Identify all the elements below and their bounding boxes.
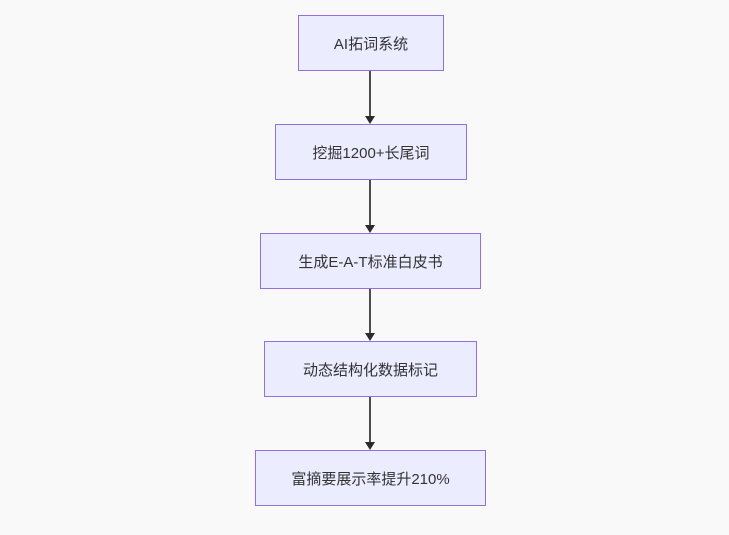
flow-edge-1 bbox=[365, 71, 375, 124]
flow-edge-2 bbox=[365, 180, 375, 233]
arrow-down-icon bbox=[365, 116, 375, 124]
flow-node-ai-word-expansion: AI拓词系统 bbox=[298, 15, 444, 71]
flow-edge-4 bbox=[365, 397, 375, 450]
flow-node-rich-snippet-result: 富摘要展示率提升210% bbox=[255, 450, 486, 506]
flow-node-label: 生成E-A-T标准白皮书 bbox=[298, 253, 443, 271]
edge-line bbox=[369, 289, 371, 334]
flow-node-label: 动态结构化数据标记 bbox=[302, 361, 438, 379]
flow-node-structured-data-markup: 动态结构化数据标记 bbox=[264, 341, 477, 397]
flow-node-label: AI拓词系统 bbox=[333, 35, 409, 53]
arrow-down-icon bbox=[365, 333, 375, 341]
arrow-down-icon bbox=[365, 442, 375, 450]
flow-edge-3 bbox=[365, 289, 375, 341]
flow-node-label: 富摘要展示率提升210% bbox=[291, 470, 450, 488]
flow-node-longtail-mining: 挖掘1200+长尾词 bbox=[275, 124, 467, 180]
flow-node-label: 挖掘1200+长尾词 bbox=[312, 144, 430, 162]
edge-line bbox=[369, 180, 371, 226]
edge-line bbox=[369, 71, 371, 117]
edge-line bbox=[369, 397, 371, 443]
flow-node-eat-whitepaper: 生成E-A-T标准白皮书 bbox=[260, 233, 481, 289]
arrow-down-icon bbox=[365, 225, 375, 233]
